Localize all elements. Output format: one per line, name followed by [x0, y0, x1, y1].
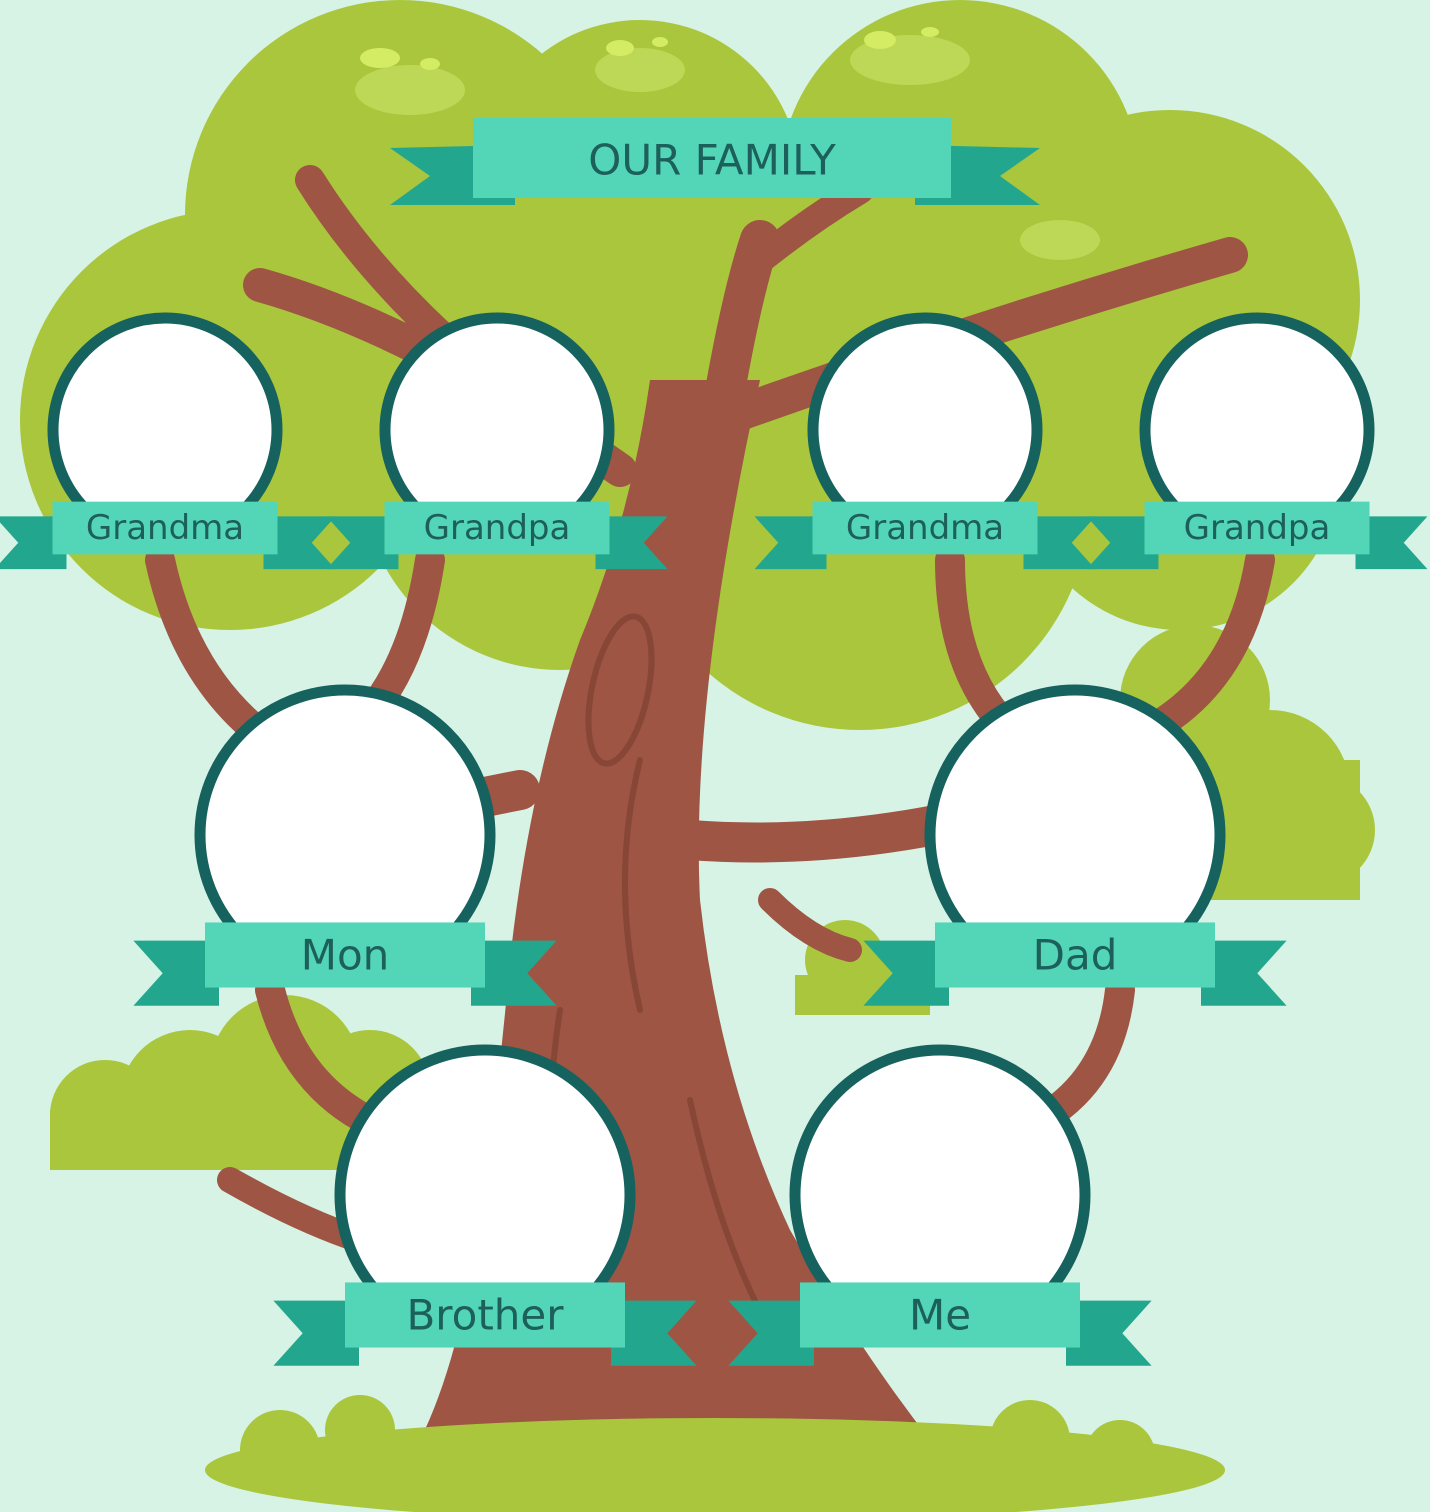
name-ribbon	[800, 1282, 1080, 1348]
member-paternal-grandpa: Grandpa	[326, 312, 668, 570]
member-maternal-grandma: Grandma	[754, 312, 1096, 570]
member-brother: Brother	[273, 1044, 697, 1366]
member-dad: Dad	[863, 684, 1287, 1006]
name-ribbon	[935, 922, 1215, 988]
ribbon-tail-right	[1023, 516, 1096, 570]
name-ribbon	[384, 501, 610, 555]
member-paternal-grandma: Grandma	[0, 312, 336, 570]
name-ribbon	[345, 1282, 625, 1348]
ribbon-tail-left	[754, 516, 827, 570]
ribbon-tail-right	[1201, 940, 1287, 1006]
name-ribbon	[205, 922, 485, 988]
canopy-bubbles	[360, 27, 939, 70]
member-label: Grandma	[846, 508, 1004, 548]
name-ribbon	[1144, 501, 1370, 555]
ground-grass	[205, 1395, 1225, 1512]
member-label: Me	[909, 1291, 971, 1340]
member-label: Grandpa	[424, 508, 571, 548]
member-label: Grandpa	[1184, 508, 1331, 548]
ribbon-tail-right	[1355, 516, 1428, 570]
member-label: Grandma	[86, 508, 244, 548]
ribbon-tail-left	[326, 516, 399, 570]
ribbon-tail-left	[1086, 516, 1159, 570]
member-label: Brother	[406, 1291, 564, 1340]
member-label: Dad	[1033, 931, 1118, 980]
member-label: Mon	[301, 931, 390, 980]
ribbon-tail-right	[611, 1300, 697, 1366]
name-ribbon	[52, 501, 278, 555]
title-banner: OUR FAMILY	[390, 118, 1040, 205]
ribbon-tail-left	[273, 1300, 359, 1366]
name-ribbon	[812, 501, 1038, 555]
ribbon-tail-right	[471, 940, 557, 1006]
ribbon-tail-left	[728, 1300, 814, 1366]
ribbon-tail-right	[595, 516, 668, 570]
member-maternal-grandpa: Grandpa	[1086, 312, 1428, 570]
ribbon-tail-left	[0, 516, 67, 570]
page-title: OUR FAMILY	[588, 136, 836, 185]
member-mom: Mon	[133, 684, 557, 1006]
ribbon-tail-left	[133, 940, 219, 1006]
ribbon-tail-right	[1066, 1300, 1152, 1366]
member-me: Me	[728, 1044, 1152, 1366]
ribbon-tail-left	[863, 940, 949, 1006]
ribbon-tail-right	[263, 516, 336, 570]
